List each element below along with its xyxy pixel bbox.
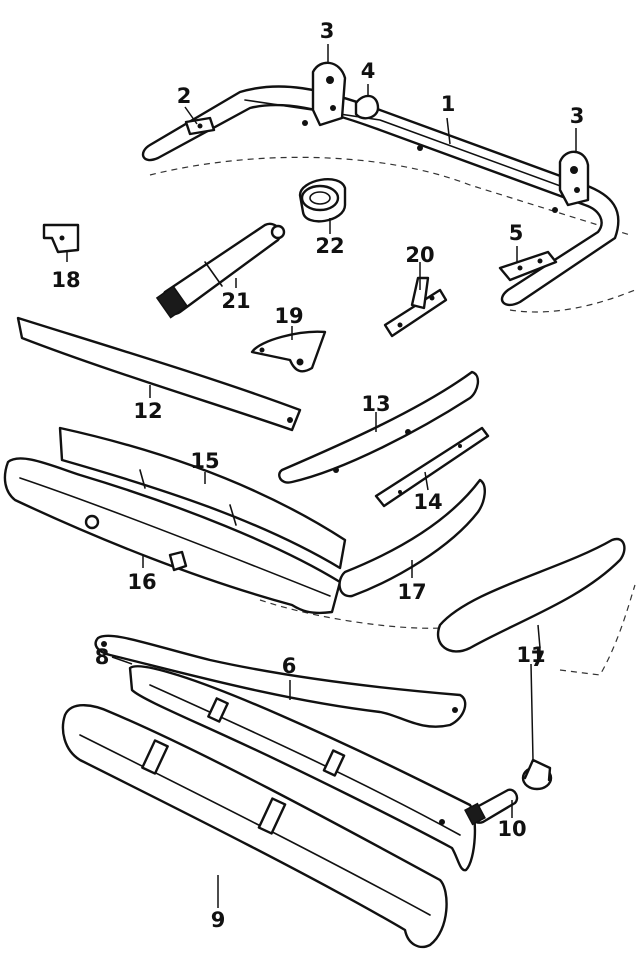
side-molding-lower: [338, 478, 486, 598]
mounting-bracket-left: [311, 61, 347, 127]
leader-lines: [66, 44, 577, 908]
callout-12: 12: [133, 399, 163, 423]
energy-absorber: [155, 222, 286, 319]
callout-18: 18: [51, 268, 81, 292]
callout-3-right: 3: [569, 104, 585, 128]
stay-plate: [383, 276, 448, 338]
callout-10: 10: [497, 817, 527, 841]
callout-6: 6: [281, 654, 297, 678]
callout-20: 20: [405, 243, 435, 267]
callout-13: 13: [361, 392, 391, 416]
callout-8: 8: [94, 645, 110, 669]
callout-3-left: 3: [319, 19, 335, 43]
upper-trim-strip: [16, 316, 302, 432]
callout-11: 11: [516, 643, 546, 667]
bar-end-bracket-left: [184, 116, 216, 136]
callout-17: 17: [397, 580, 427, 604]
mounting-bracket-right: [558, 150, 590, 207]
bumper-reinforcement-bar: [141, 85, 620, 307]
callout-16: 16: [127, 570, 157, 594]
side-molding-retainer: [374, 426, 490, 508]
bar-end-bracket-right: [498, 250, 558, 282]
callout-15: 15: [190, 449, 220, 473]
bumper-stop: [464, 788, 519, 826]
callout-7: 7: [530, 647, 546, 671]
energy-absorbing-foam: [61, 704, 448, 949]
callout-9: 9: [210, 908, 226, 932]
callout-2: 2: [176, 84, 192, 108]
bar-clip: [354, 94, 380, 120]
lower-spoiler: [94, 634, 467, 728]
callout-19: 19: [274, 304, 304, 328]
side-molding-upper: [278, 370, 480, 484]
callout-1: 1: [440, 92, 456, 116]
bumper-stop-cushion: [521, 758, 553, 791]
callout-5: 5: [508, 221, 524, 245]
callout-22: 22: [315, 234, 345, 258]
rubber-grommet: [298, 178, 347, 223]
callout-14: 14: [413, 490, 443, 514]
bumper-retainer: [128, 665, 477, 872]
bumper-cover: [3, 457, 342, 615]
corner-extension: [437, 537, 626, 653]
mounting-clip: [42, 223, 80, 254]
vehicle-body-outline: [149, 156, 636, 676]
side-support-bracket: [250, 330, 327, 373]
callout-4: 4: [360, 59, 376, 83]
callout-21: 21: [221, 289, 251, 313]
bumper-face-bar: [58, 426, 347, 570]
